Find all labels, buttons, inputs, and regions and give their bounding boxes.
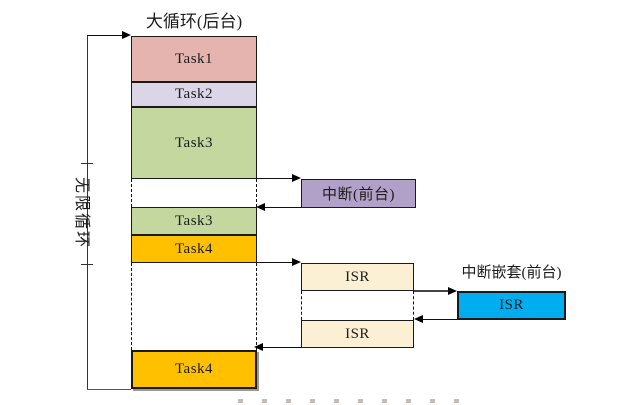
nested-call-line: [414, 290, 448, 292]
infinite-loop-label: 无限循环: [73, 176, 90, 249]
stack-gap2-dashed-left: [131, 263, 132, 350]
stack-gap2-dashed-right: [256, 263, 257, 350]
nested-call-arrowhead-icon: [448, 286, 457, 295]
isr-box-second: ISR: [301, 320, 414, 348]
interrupt-return-arrowhead-icon: [256, 202, 265, 211]
stack-gap1-dashed-left: [131, 179, 132, 207]
loop-bracket-vertical: [87, 36, 88, 390]
task1-box: Task1: [131, 36, 257, 82]
task4-box-first: Task4: [131, 235, 257, 263]
task2-box: Task2: [131, 82, 257, 107]
task3-box-first: Task3: [131, 107, 257, 179]
nested-return-arrowhead-icon: [414, 315, 423, 323]
loop-arrowhead-icon: [122, 31, 131, 39]
loop-label-tick-top: [81, 163, 93, 164]
interrupt-call-arrowhead-icon: [292, 174, 301, 182]
nested-interrupt-title: 中断嵌套(前台): [461, 265, 562, 281]
task3-box-second: Task3: [131, 207, 257, 235]
isr-box-first: ISR: [301, 263, 414, 291]
isr-gap-dashed-left: [301, 291, 302, 320]
stack-gap1-dashed-right: [256, 179, 257, 207]
task4-box-second: Task4: [131, 350, 257, 389]
loop-bracket-bottom-line: [87, 389, 131, 390]
loop-label-tick-bottom: [81, 264, 93, 265]
nested-isr-box: ISR: [457, 291, 566, 320]
isr-return-arrowhead-icon: [254, 343, 263, 351]
diagram-title: 大循环(后台): [145, 12, 243, 31]
cropped-caption-remnant: [238, 399, 474, 403]
isr-gap-dashed-right: [413, 291, 414, 320]
interrupt-box: 中断(前台): [301, 179, 416, 208]
interrupt-call-line: [257, 178, 293, 179]
isr-call-arrowhead-icon: [292, 258, 301, 266]
nested-return-line: [423, 319, 457, 320]
isr-return-line: [263, 347, 302, 348]
isr-call-line: [257, 262, 293, 263]
loop-arrow-top-line: [87, 35, 123, 36]
interrupt-return-line: [265, 206, 301, 208]
